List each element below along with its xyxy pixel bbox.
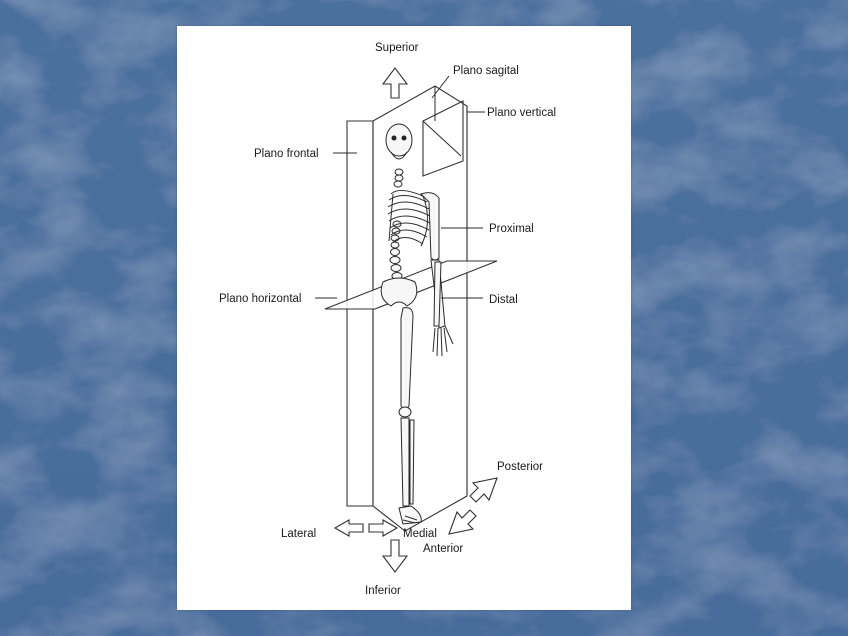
posterior-arrow	[470, 478, 497, 502]
diagram-card: Superior Plano sagital Plano vertical Pl…	[177, 26, 631, 610]
label-distal: Distal	[489, 294, 518, 306]
label-proximal: Proximal	[489, 223, 534, 235]
label-medial: Medial	[403, 528, 437, 540]
medial-arrow	[369, 520, 397, 536]
label-inferior: Inferior	[365, 585, 401, 597]
anatomical-planes-diagram: Superior Plano sagital Plano vertical Pl…	[177, 26, 631, 610]
pelvis	[381, 278, 417, 306]
inferior-arrow	[383, 540, 407, 572]
label-superior: Superior	[375, 42, 419, 54]
label-plano-sagital: Plano sagital	[453, 65, 519, 77]
label-plano-vertical: Plano vertical	[487, 107, 556, 119]
lateral-arrow	[335, 520, 363, 536]
fibula	[410, 420, 414, 504]
label-posterior: Posterior	[497, 461, 543, 473]
label-plano-frontal: Plano frontal	[254, 148, 319, 160]
label-plano-horizontal: Plano horizontal	[219, 293, 301, 305]
label-lateral: Lateral	[281, 528, 316, 540]
frontal-plane	[347, 121, 373, 506]
superior-arrow	[383, 68, 407, 98]
knee	[399, 407, 411, 417]
label-anterior: Anterior	[423, 543, 463, 555]
tibia	[401, 418, 409, 506]
skull	[386, 124, 412, 156]
anterior-arrow	[449, 510, 476, 534]
